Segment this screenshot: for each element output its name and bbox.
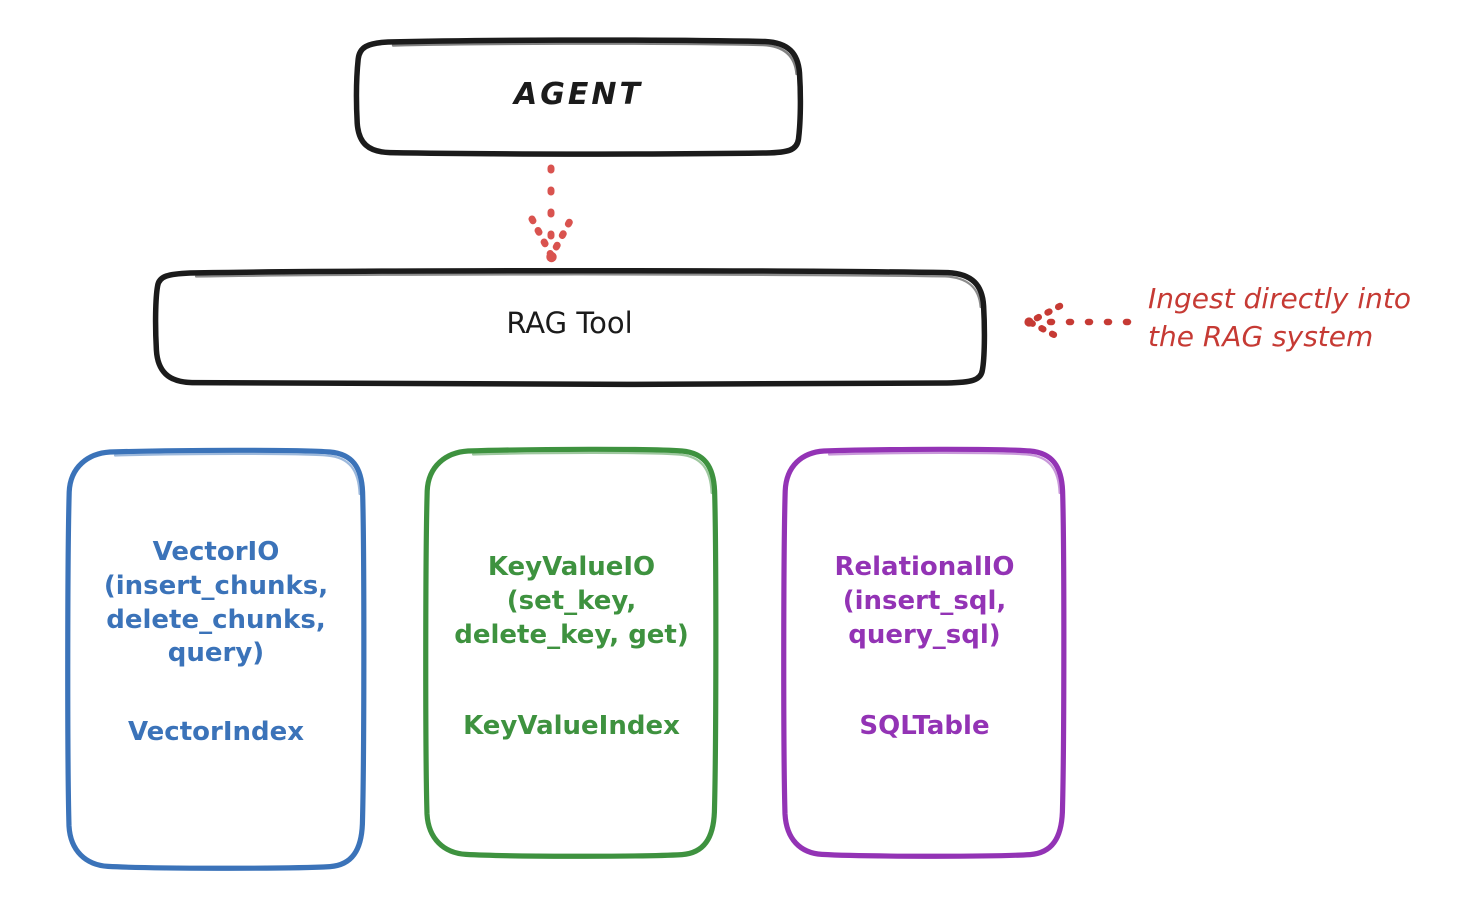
- relational-io-node[interactable]: [781, 446, 1067, 859]
- agent-to-rag-arrow: [528, 164, 575, 264]
- agent-to-rag-arrow-tip: [546, 251, 557, 263]
- key-value-io-index-label: KeyValueIndex: [463, 711, 680, 741]
- ingest-arrow: [1022, 302, 1136, 342]
- vector-io-index-label: VectorIndex: [127, 717, 305, 747]
- ingest-arrow-head: [1022, 302, 1064, 342]
- rag-tool-label: RAG Tool: [506, 306, 633, 340]
- key-value-io-box-outline-secondary: [471, 451, 713, 495]
- vector-io-node[interactable]: [65, 447, 367, 871]
- relational-io-box-outline: [781, 446, 1067, 859]
- ingest-arrow-tip: [1024, 317, 1034, 327]
- relational-io-index-label: SQLTable: [859, 711, 990, 741]
- vector-io-box-outline: [65, 447, 367, 871]
- agent-box-outline-secondary: [391, 42, 798, 76]
- agent-box-outline: [353, 37, 804, 157]
- relational-io-api-label: RelationalIO (insert_sql, query_sql): [834, 552, 1015, 650]
- vector-io-api-label: VectorIO (insert_chunks, delete_chunks, …: [103, 537, 329, 669]
- key-value-io-box-outline: [423, 446, 719, 859]
- agent-label: AGENT: [514, 77, 643, 112]
- key-value-io-api-label: KeyValueIO (set_key, delete_key, get): [454, 552, 689, 650]
- key-value-io-node[interactable]: [423, 446, 719, 859]
- rag-tool-box-outline: [152, 267, 988, 388]
- ingest-annotation-label: Ingest directly into the RAG system: [1148, 282, 1412, 353]
- agent-node[interactable]: [353, 37, 804, 157]
- relational-io-box-outline-secondary: [827, 451, 1061, 495]
- rag-tool-node[interactable]: [152, 267, 988, 388]
- vector-io-box-outline-secondary: [113, 452, 361, 496]
- rag-tool-box-outline-secondary: [194, 273, 982, 309]
